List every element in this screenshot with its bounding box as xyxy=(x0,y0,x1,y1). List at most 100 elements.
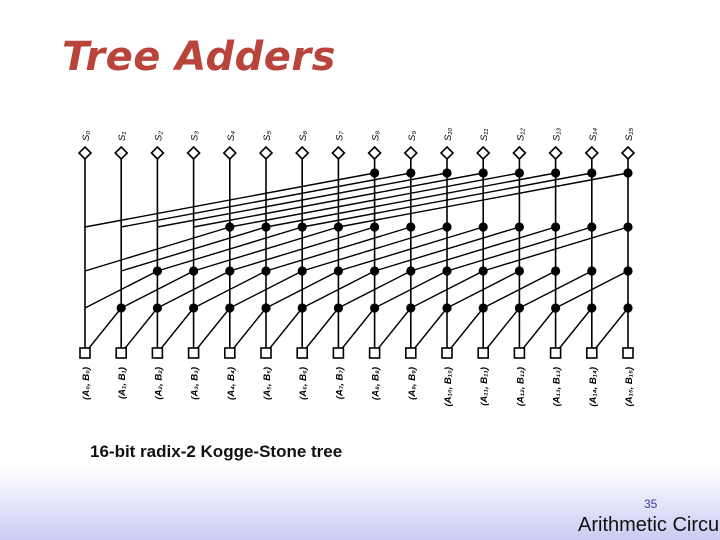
prefix-cell-node xyxy=(370,303,380,313)
input-square xyxy=(622,347,634,359)
input-operand-label: (A₁₁, B₁₁) xyxy=(479,367,490,406)
diagonal-wire xyxy=(482,226,629,272)
input-operand-label: (A₁₀, B₁₀) xyxy=(443,367,454,407)
output-diamond xyxy=(186,145,201,161)
prefix-cell-node xyxy=(587,266,597,276)
prefix-cell-node xyxy=(442,168,452,178)
diagonal-wire xyxy=(482,270,556,309)
diagonal-wire xyxy=(193,226,339,272)
diagonal-wire xyxy=(229,270,303,309)
prefix-cell-node xyxy=(478,222,488,232)
prefix-cell-node xyxy=(152,303,162,313)
diagonal-wire xyxy=(410,307,448,354)
prefix-cell-node xyxy=(152,266,162,276)
input-square xyxy=(296,347,309,359)
diagonal-wire xyxy=(555,270,629,309)
prefix-cell-node xyxy=(370,168,380,178)
output-sum-label: S₁₁ xyxy=(479,129,490,141)
input-square xyxy=(549,347,562,359)
diagonal-wire xyxy=(446,270,520,309)
input-square xyxy=(224,347,236,359)
input-square xyxy=(260,347,272,359)
diagonal-wire xyxy=(120,307,158,354)
prefix-cell-node xyxy=(225,266,235,276)
input-square xyxy=(115,347,127,359)
page-number: 35 xyxy=(644,497,658,511)
output-sum-label: S₇ xyxy=(334,131,345,141)
input-square xyxy=(404,347,417,359)
input-operand-label: (A₆, B₆) xyxy=(298,367,309,400)
input-square xyxy=(187,347,200,359)
prefix-cell-node xyxy=(587,222,597,232)
output-diamond xyxy=(258,145,274,161)
output-diamond xyxy=(403,145,418,161)
output-diamond xyxy=(476,145,491,161)
prefix-cell-node xyxy=(442,266,452,276)
diagonal-wire xyxy=(157,226,303,272)
diagonal-wire xyxy=(410,270,484,309)
prefix-cell-node xyxy=(514,266,525,276)
prefix-cell-node xyxy=(406,168,416,178)
diagonal-wire xyxy=(410,226,556,272)
footer-band xyxy=(0,468,720,540)
diagonal-wire xyxy=(229,226,375,272)
prefix-cell-node xyxy=(261,222,271,232)
diagonal-wire xyxy=(374,226,520,272)
input-square xyxy=(513,347,526,359)
diagonal-wire xyxy=(156,307,195,354)
diagonal-wire xyxy=(121,172,411,228)
prefix-cell-node xyxy=(623,266,633,276)
prefix-cell-node xyxy=(514,168,525,178)
diagonal-wire xyxy=(84,307,122,354)
diagram-caption: 16-bit radix-2 Kogge-Stone tree xyxy=(90,442,343,461)
diagonal-wire xyxy=(555,307,593,354)
diagonal-wire xyxy=(302,172,592,228)
prefix-cell-node xyxy=(333,266,343,276)
diagonal-wire xyxy=(301,270,375,309)
output-diamond xyxy=(77,145,93,161)
input-square xyxy=(441,347,453,359)
prefix-cell-node xyxy=(225,222,235,232)
diagonal-wire xyxy=(84,270,158,309)
prefix-cell-node xyxy=(551,168,561,178)
diagonal-wire xyxy=(446,307,484,354)
diagonal-wire xyxy=(84,172,375,228)
prefix-cell-node xyxy=(189,266,199,276)
output-diamond xyxy=(584,145,599,161)
input-operand-label: (A₇, B₇) xyxy=(334,367,345,399)
diagonal-wire xyxy=(338,270,412,309)
slide-title: Tree Adders xyxy=(62,34,336,80)
output-diamond xyxy=(439,145,455,161)
diagonal-wire xyxy=(446,226,593,272)
output-sum-label: S₂ xyxy=(153,131,164,141)
input-square xyxy=(585,347,598,359)
diagonal-wire xyxy=(591,307,629,354)
diagonal-wire xyxy=(265,307,303,354)
prefix-cell-node xyxy=(261,266,271,276)
prefix-cell-node xyxy=(333,222,343,232)
output-diamond xyxy=(367,145,382,161)
diagonal-wire xyxy=(519,270,593,309)
diagonal-wire xyxy=(265,226,412,272)
output-sum-label: S₅ xyxy=(262,131,273,141)
input-operand-label: (A₄, B₄) xyxy=(226,367,237,400)
output-diamond xyxy=(512,145,527,161)
input-operand-label: (A₁, B₁) xyxy=(117,367,128,399)
output-sum-label: S₄ xyxy=(226,131,237,141)
diagonal-wire xyxy=(518,307,557,354)
prefix-cell-node xyxy=(442,303,452,313)
prefix-cell-node xyxy=(551,303,561,313)
diagonal-wire xyxy=(374,270,448,309)
diagonal-wire xyxy=(157,270,231,309)
prefix-cell-node xyxy=(297,266,307,276)
prefix-cell-node xyxy=(623,303,633,313)
input-operand-label: (A₁₅, B₁₅) xyxy=(624,367,635,407)
input-square xyxy=(79,347,91,359)
prefix-cell-node xyxy=(442,222,452,232)
prefix-cell-node xyxy=(297,303,307,313)
output-sum-label: S₉ xyxy=(407,131,418,141)
output-diamond xyxy=(548,145,563,161)
diagonal-wire xyxy=(120,270,194,309)
diagonal-wire xyxy=(265,172,556,228)
